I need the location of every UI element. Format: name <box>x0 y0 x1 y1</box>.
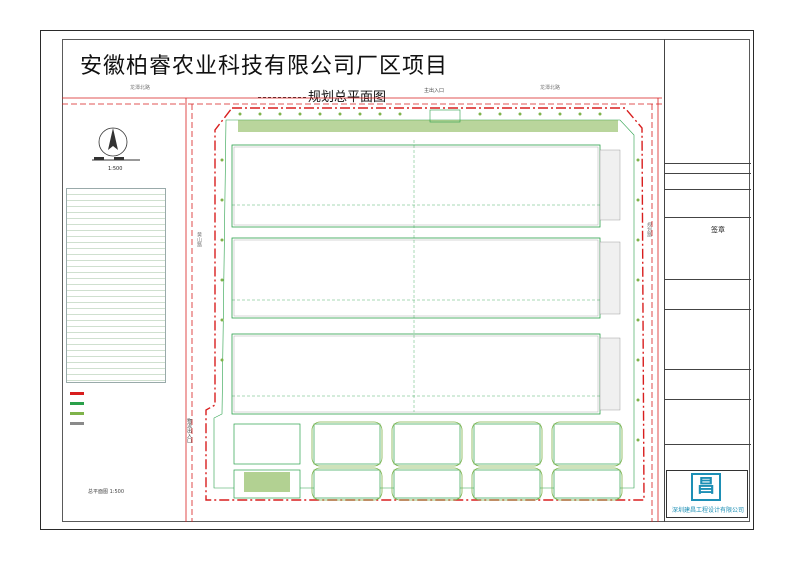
north-arrow-scale: 1:500 <box>108 166 123 172</box>
road-label-north-left: 龙潭北路 <box>130 85 151 91</box>
road-label-west: 黄山路 <box>196 232 202 247</box>
legend-caption: 总平面图 1:500 <box>88 488 124 495</box>
dimension-lines <box>232 140 600 412</box>
sign-label: 签章 <box>711 226 725 234</box>
main-entrance-label: 主出入口 <box>424 88 445 94</box>
title-block-panel: 签章 <box>664 39 751 522</box>
legend-key <box>66 388 166 448</box>
drawing-sheet-border <box>40 30 754 530</box>
title-block-divider <box>665 163 751 164</box>
north-green-belt <box>238 120 618 132</box>
legend-swatch-boundary <box>70 392 84 395</box>
title-block-divider <box>665 399 751 400</box>
company-title-box: 昌 深圳建昌工程设计有限公司 <box>666 470 748 518</box>
large-warehouse-buildings <box>231 144 601 415</box>
drawing-inner-frame <box>62 39 750 522</box>
road-label-east: 规划路 <box>646 222 652 237</box>
legend-caption-text: 总平面图 <box>88 489 109 495</box>
company-logo-icon: 昌 <box>691 473 721 501</box>
road-label-north-right: 龙潭北路 <box>540 85 561 91</box>
legend-swatch-building <box>70 402 84 405</box>
title-block-divider <box>665 173 751 174</box>
landscape-islands <box>311 421 623 501</box>
drawing-title: 安徽柏睿农业科技有限公司厂区项目 <box>80 54 449 79</box>
technical-indicator-table <box>66 188 166 383</box>
title-block-divider <box>665 217 751 218</box>
title-block-divider <box>665 189 751 190</box>
drawing-subtitle: 规划总平面图 <box>308 90 387 105</box>
office-green-plot <box>244 472 290 492</box>
title-block-divider <box>665 279 751 280</box>
site-boundary <box>205 107 645 501</box>
title-block-divider <box>665 309 751 310</box>
site-roads <box>62 97 662 522</box>
north-arrow-icon <box>92 127 140 161</box>
legend-swatch-green <box>70 412 84 415</box>
east-parking-areas <box>599 149 621 411</box>
legend-swatch-parking <box>70 422 84 425</box>
subtitle-leader-line <box>258 97 306 98</box>
logistics-entrance-label: 物流出入口 <box>186 418 192 443</box>
title-block-divider <box>665 444 751 445</box>
small-building-rows <box>233 423 621 499</box>
boundary-trees <box>220 112 640 442</box>
legend-caption-scale: 1:500 <box>109 489 125 495</box>
company-name: 深圳建昌工程设计有限公司 <box>671 507 744 514</box>
title-block-divider <box>665 369 751 370</box>
